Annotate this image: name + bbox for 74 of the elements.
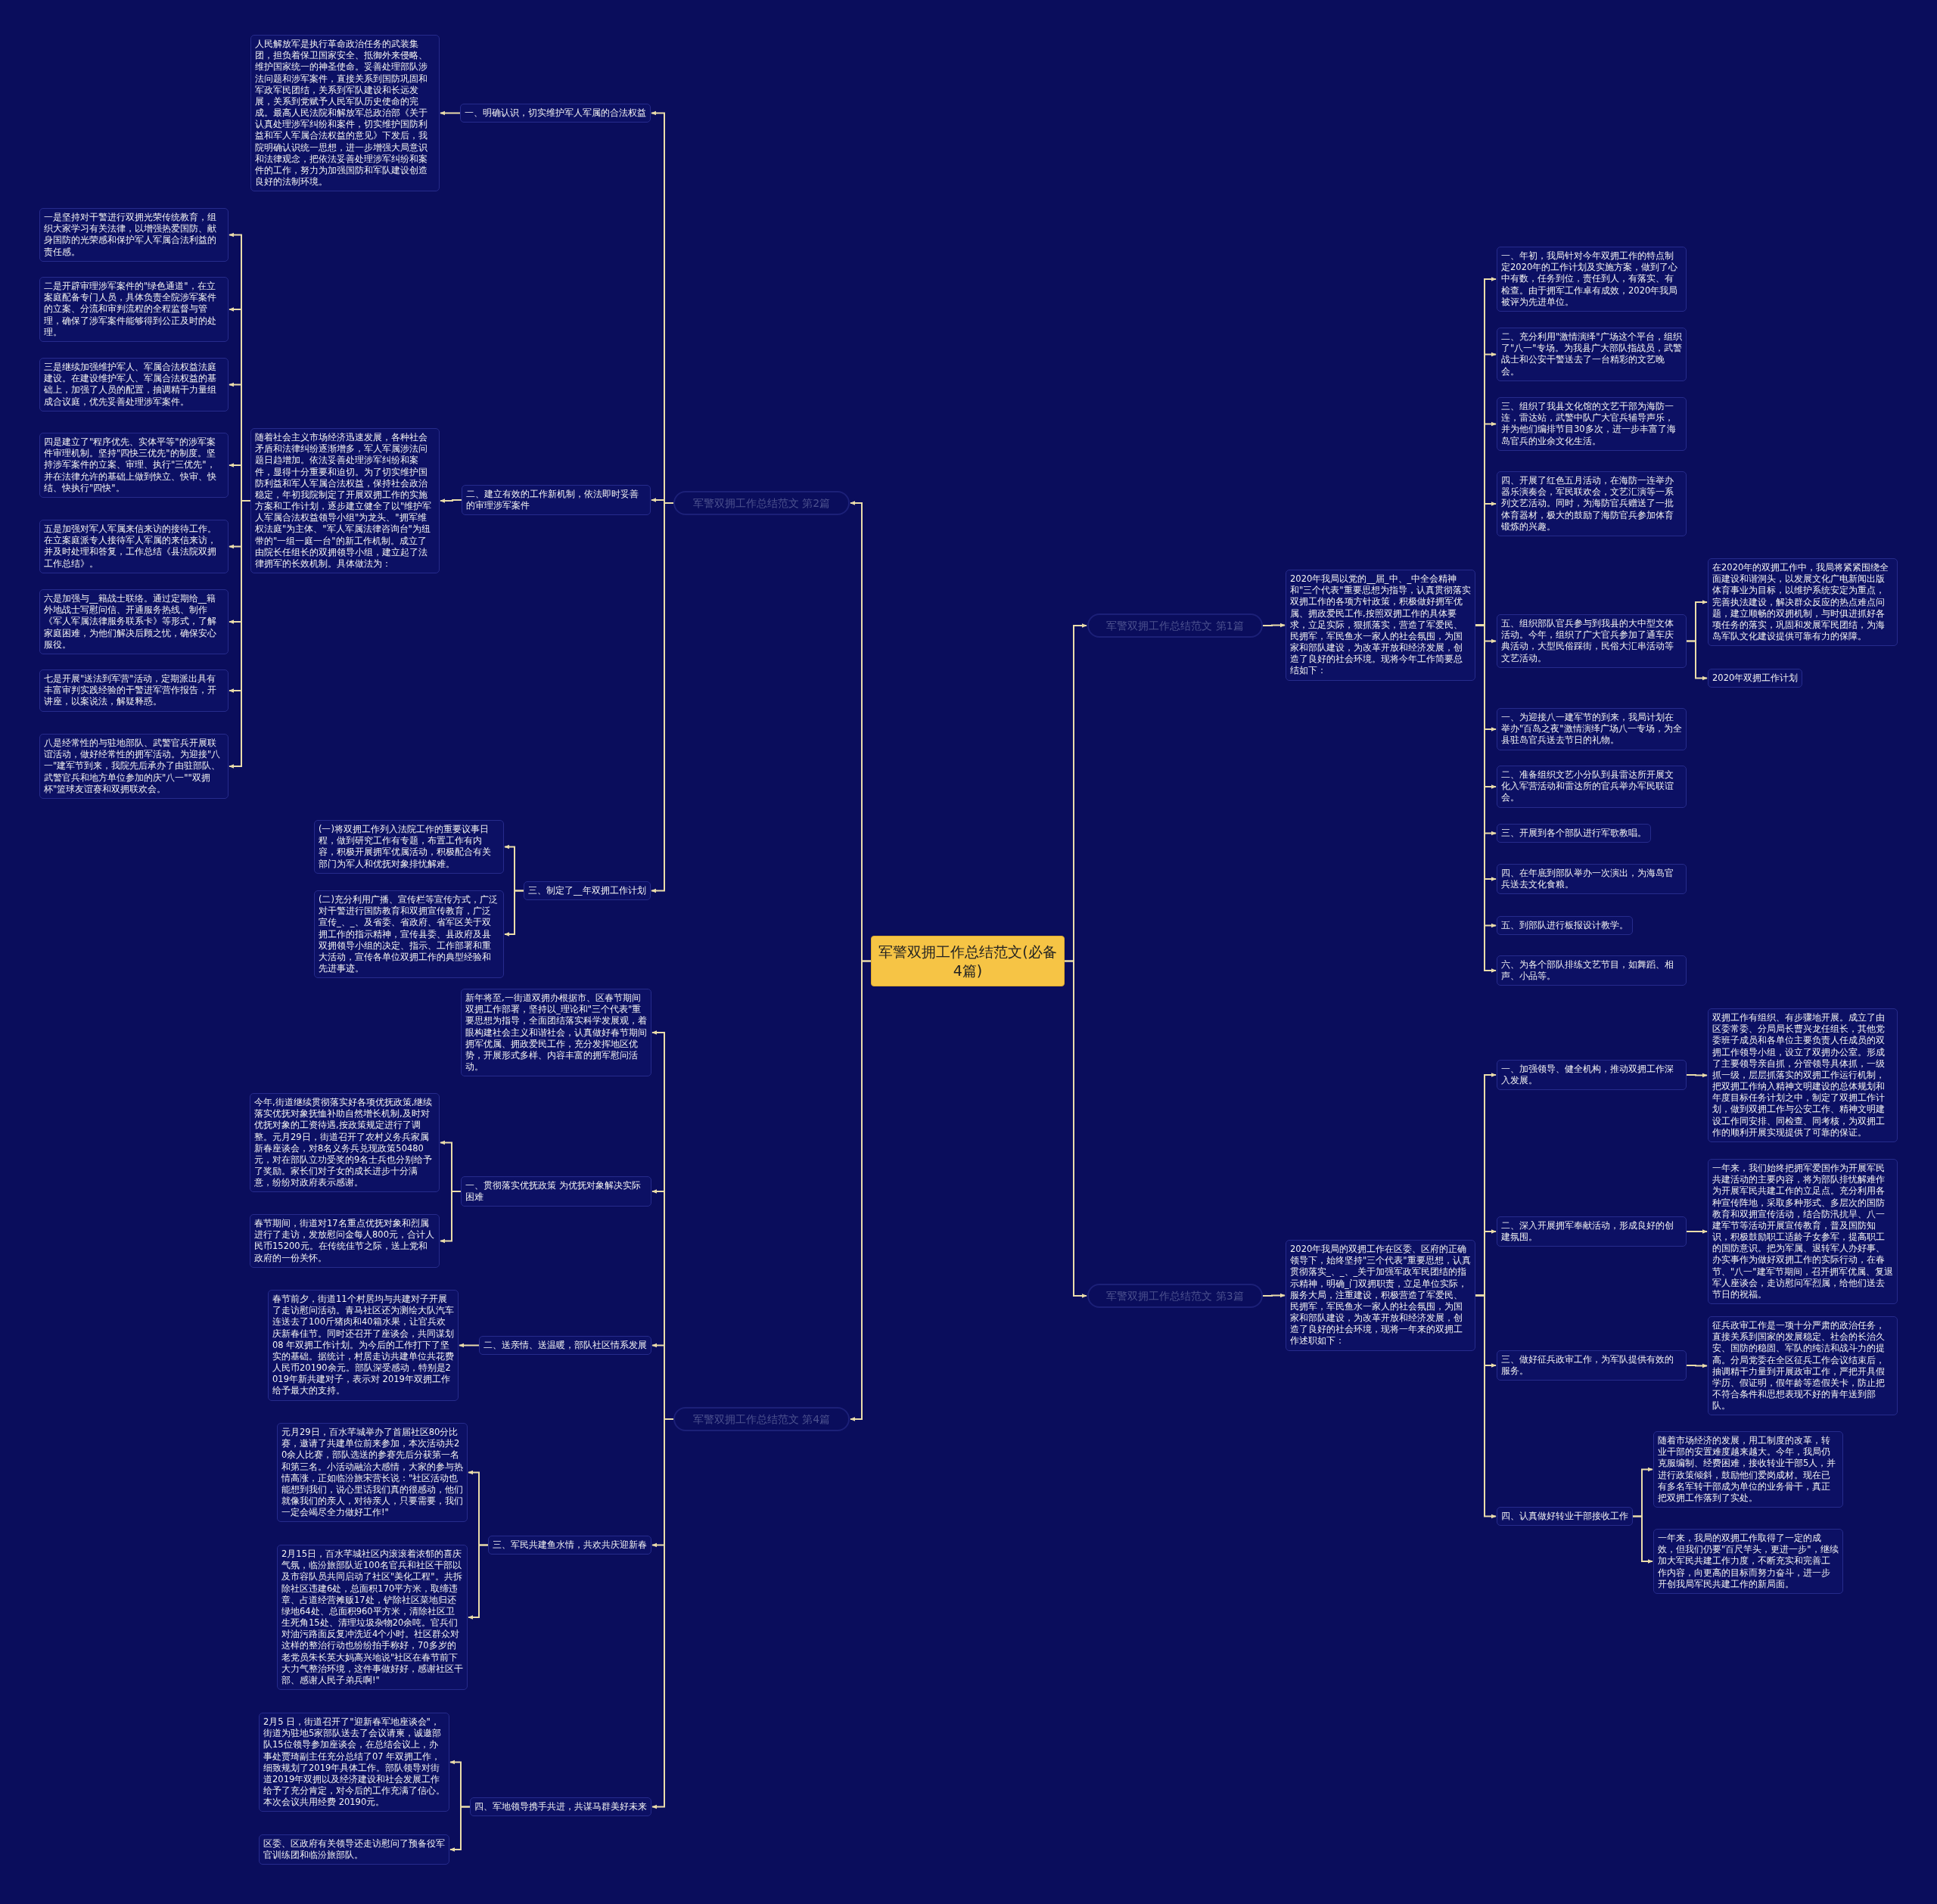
connector-arrow — [1262, 623, 1286, 628]
topic-box: 三、开展到各个部队进行军歌教唱。 — [1497, 824, 1651, 843]
connector-arrow — [468, 1544, 489, 1620]
topic-box: 六、为各个部队排练文艺节目，如舞蹈、相声、小品等。 — [1497, 955, 1687, 986]
topic-box: 一、明确认识，切实维护军人军属的合法权益 — [460, 104, 651, 123]
connector-arrow — [1686, 1363, 1708, 1368]
connector-arrow — [1262, 1293, 1286, 1298]
connector-arrow — [459, 1343, 480, 1348]
topic-box: 五、组织部队官兵参与到我县的大中型文体活动。今年，组织了广大官兵参加了通车庆典活动，大型民俗踩街，民俗大汇串活动等文艺活动。 — [1497, 614, 1687, 668]
topic-box: 2020年我局以党的__届_中、_中全会精神和"三个代表"重要思想为指导，认真贯彻落实双拥工作的各项方针政策，积极做好拥军优属、拥政爱民工作,按照双拥工作的具体要求，立足实际，狠抓落实，营造了军爱民、民拥军，军民鱼水一家人的社会氛围，为国家和部队建设，为改革开放和经济发展，创造了良好的社会环境。现将今年工作简要总结如下： — [1286, 570, 1475, 681]
topic-box: 三是继续加强维护军人、军属合法权益法庭建设。在建设维护军人、军属合法权益的基础上，加强了人员的配置，抽调精干力量组成合议庭，优先妥善处理涉军案件。 — [39, 358, 229, 412]
topic-box: 四是建立了"程序优先、实体平等"的涉军案件审理机制。坚持"四快三优先"的制度。坚持涉军案件的立案、审理、执行"三优先"，并在法律允许的基础上做到快立、快审、快结、快执行"四快"。 — [39, 433, 229, 498]
topic-box: 一年来，我们始终把拥军爱国作为开展军民共建活动的主要内容，将为部队排忧解难作为开展军民共建工作的立足点。充分利用各种宣传阵地，采取多种形式、多层次的国防教育和双拥宣传活动，结合防汛抗旱、八一建军节等活动开展宣传教育，普及国防知识，积极鼓励职工适龄子女参军，提高职工的国防意识。把为军属、退转军人办好事、办实事作为做好双拥工作的实际行动，在春节、"八一"建军节期间，召开拥军优属、复退军人座谈会，走访慰问军烈属，给他们送去节日的祝福。 — [1708, 1159, 1898, 1305]
topic-box: 三、军民共建鱼水情，共欢共庆迎新春 — [488, 1536, 651, 1555]
topic-box: 新年将至,一街道双拥办根据市、区春节期间双拥工作部署，坚持以_理论和"三个代表"重要思想为指导，全面团结落实科学发展观，着眼构建社会主义和谐社会，认真做好春节期间拥军优属、拥政爱民工作，充分发挥地区优势，开展形式多样、内容丰富的拥军慰问活动。 — [461, 989, 651, 1077]
connector-arrow — [440, 110, 461, 116]
topic-box: 双拥工作有组织、有步骤地开展。成立了由区委常委、分局局长曹兴龙任组长，其他党委班子成员和各单位主要负责人任成员的双拥工作领导小组，设立了双拥办公室。形成了主要领导亲自抓，分管领导具体抓，一级抓一级，层层抓落实的双拥工作运行机制，把双拥工作纳入精神文明建设的总体规划和年度目标任务计划之中，制定了双拥工作计划，做到双拥工作与公安工作、精神文明建设工作同安排、同检查、同考核，为双拥工作的顺利开展实现提供了可靠的保证。 — [1708, 1008, 1898, 1142]
topic-box: 二、送亲情、送温暖，部队社区情系发展 — [479, 1336, 651, 1356]
topic-box: 一是坚持对干警进行双拥光荣传统教育，组织大家学习有关法律，以增强热爱国防、献身国防的光荣感和保护军人军属合法利益的责任感。 — [39, 208, 229, 262]
topic-box: 四、在年底到部队举办一次演出，为海岛官兵送去文化食粮。 — [1497, 864, 1687, 895]
topic-box: 二、建立有效的工作新机制，依法即时妥善的审理涉军案件 — [462, 485, 651, 516]
topic-box: 2月5 日，街道召开了"迎新春军地座谈会"，街道为驻地5家部队送去了会议请柬，诚邀部队15位领导参加座谈会，在总结会议上，办事处贾琦副主任充分总结了07 年双拥工作，细致规划了2019年具体工作。部队领导对街道2019年双拥以及经济建设和社会发展工作给予了充分肯定，对今后的工作充满了信心。本次会议共用经费 20190元。 — [259, 1713, 449, 1812]
branch-topic: 军警双拥工作总结范文 第3篇 — [1087, 1284, 1263, 1309]
topic-box: (二)充分利用广播、宣传栏等宣传方式，广泛对干警进行国防教育和双拥宣传教育，广泛宣传_、_、及省委、省政府、省军区关于双拥工作的指示精神，宣传县委、县政府及县双拥领导小组的决定、指示、工作部署和重大活动，宣传各单位双拥工作的典型经验和先进事迹。 — [314, 890, 504, 979]
branch-topic: 军警双拥工作总结范文 第2篇 — [673, 491, 850, 516]
topic-box: 二、准备组织文艺小分队到县雷达所开展文化入军营活动和雷达所的官兵举办军民联谊会。 — [1497, 766, 1687, 808]
topic-box: 三、组织了我县文化馆的文艺干部为海防一连，雷达站，武警中队广大官兵辅导声乐，并为他们编排节目30多次，进一步丰富了海岛官兵的业余文化生活。 — [1497, 397, 1687, 451]
topic-box: 一、贯彻落实优抚政策 为优抚对象解决实际困难 — [461, 1176, 651, 1207]
topic-box: 二、充分利用"激情演绎"广场这个平台，组织了"八一"专场。为我县广大部队指战员，武警战士和公安干警送去了一台精彩的文艺晚会。 — [1497, 328, 1687, 381]
connector-arrow — [229, 500, 251, 769]
branch-topic: 军警双拥工作总结范文 第4篇 — [673, 1407, 850, 1432]
topic-box: 一、年初，我局针对今年双拥工作的特点制定2020年的工作计划及实施方案，做到了心中有数，任务到位，责任到人，有落实、有检查。由于拥军工作卓有成效，2020年我局被评为先进单位。 — [1497, 247, 1687, 312]
topic-box: 春节期间，街道对17名重点优抚对象和烈属进行了走访，发放慰问金每人800元，合计人民币15200元。在传统佳节之际，送上党和政府的一份关怀。 — [250, 1214, 440, 1268]
topic-box: (一)将双拥工作列入法院工作的重要议事日程，做到研究工作有专题，布置工作有内容，积极开展拥军优属活动，积极配合有关部门为军人和优抚对象排忧解难。 — [314, 820, 504, 874]
topic-box: 三、制定了__年双拥工作计划 — [524, 881, 651, 901]
connector-arrow — [440, 499, 462, 503]
connector-arrow — [1686, 1073, 1708, 1078]
topic-box: 2月15日，百水芊城社区内滚滚着浓郁的喜庆气氛，临汾旅部队近100名官兵和社区干部以及市容队员共同启动了社区"美化工程"。共拆除社区违建6处，总面积170平方米，取缔违章、占道经营摊贩17处，铲除社区菜地归还绿地64处、总面积960平方米，清除社区卫生死角15处、清理垃圾杂物20余吨。官兵们对油污路面反复冲洗近4个小时。社区群众对这样的整治行动也纷纷拍手称好，70多岁的老党员朱长英大妈高兴地说"社区在春节前下大力气整治环境，这件事做好好，感谢社区干部、感谢人民子弟兵啊!" — [277, 1545, 468, 1691]
topic-box: 一、为迎接八一建军节的到来，我局计划在举办"百岛之夜"激情演绎广场八一专场，为全县驻岛官兵送去节日的礼物。 — [1497, 708, 1687, 750]
central-topic: 军警双拥工作总结范文(必备4篇) — [871, 936, 1065, 987]
topic-box: 春节前夕，街道11个村居均与共建对子开展了走访慰问活动。青马社区还为测绘大队汽车连送去了100斤猪肉和40箱水果，让官兵欢庆新春佳节。同时还召开了座谈会，共同谋划08 年双拥工作计划。为今后的工作打下了坚实的基础。据统计，村居走访共建单位共花费人民币20190余元。部队深受感动，特别是2019年新共建对子，表示对 2019年双拥工作给予最大的支持。 — [268, 1290, 459, 1401]
topic-box: 在2020年的双拥工作中，我局将紧紧围绕全面建设和谐洞头，以发展文化广电新闻出版体育事业为目标，以维护系统安定为重点，完善执法建设，解决群众反应的热点难点问题，建立顺畅的双拥机制，与时俱进抓好各项任务的落实，巩固和发展军民团结，为海岛军队文化建设提供可靠有力的保障。 — [1708, 558, 1898, 647]
topic-box: 四、认真做好转业干部接收工作 — [1497, 1507, 1633, 1527]
connector-arrow — [440, 1191, 462, 1244]
topic-box: 元月29日，百水芊城举办了首届社区80分比赛，邀请了共建单位前来参加，本次活动共20余人比赛，部队选送的参赛先后分获第一名和第三名。小活动融洽大感情，大家的参与热情高涨，正如临汾旅宋营长说："社区活动也能想到我们，说心里话我们真的很感动，他们就像我们的亲人，对待亲人，只要需要，我们一定会竭尽全力做好工作!" — [277, 1423, 468, 1523]
connector-arrow — [504, 890, 524, 936]
connector-arrow — [1475, 1294, 1497, 1519]
connector-arrow — [449, 1806, 471, 1852]
connector-arrow — [1632, 1515, 1653, 1564]
connector-arrow — [1064, 960, 1087, 1298]
topic-box: 五、到部队进行板报设计教学。 — [1497, 916, 1633, 936]
topic-box: 五是加强对军人军属来信来访的接待工作。在立案庭派专人接待军人军属的来信来访，并及时处理和答复，工作总结《县法院双拥工作总结》。 — [39, 520, 229, 573]
topic-box: 2020年我局的双拥工作在区委、区府的正确领导下，始终坚持"三个代表"重要思想，认真贯彻落实_、_、_关于加强军政军民团结的指示精神，明确_门双拥职责，立足单位实际，服务大局，注重建设，积极营造了军爱民、民拥军，军民鱼水一家人的社会氛围，为国家和部队建设，为改革开放和经济发展，创造了良好的社会环境，现将一年来的双拥工作述职如下： — [1286, 1240, 1475, 1351]
topic-box: 三、做好征兵政审工作，为军队提供有效的服务。 — [1497, 1350, 1687, 1381]
connector-arrow — [850, 960, 872, 1421]
topic-box: 七是开展"送法到军营"活动，定期派出具有丰富审判实践经验的干警进军营作报告，开讲座，以案说法，解疑释惑。 — [39, 669, 229, 712]
topic-box: 2020年双拥工作计划 — [1708, 669, 1803, 688]
connector-arrow — [1686, 1229, 1708, 1234]
topic-box: 区委、区政府有关领导还走访慰问了预备役军官训练团和临汾旅部队。 — [259, 1834, 449, 1865]
topic-box: 一、加强领导、健全机构，推动双拥工作深入发展。 — [1497, 1060, 1687, 1091]
topic-box: 随着社会主义市场经济迅速发展，各种社会矛盾和法律纠纷逐渐增多，军人军属涉法问题日趋增加。依法妥善处理涉军纠纷和案件，显得十分重要和迫切。为了切实维护国防利益和军人军属合法权益，保持社会政治稳定，年初我院制定了开展双拥工作的实施方案和工作计划，逐步建立健全了以"维护军人军属合法权益领导小组"为龙头、"拥军维权法庭"为主体、"军人军属法律咨询台"为纽带的"一组一庭一台"的新工作机制。成立了由院长任组长的双拥领导小组，建立起了法律拥军的长效机制。具体做法为： — [250, 428, 440, 574]
topic-box: 随着市场经济的发展，用工制度的改革，转业干部的安置难度越来越大。今年，我局仍克服编制、经费困难，接收转业干部5人，并进行政策倾斜，鼓励他们爱岗成材。现在已有多名军转干部成为单位的业务骨干，真正把双拥工作落到了实处。 — [1653, 1431, 1843, 1508]
topic-box: 六是加强与__籍战士联络。通过定期给__籍外地战士写慰问信、开通服务热线、制作《军人军属法律服务联系卡》等形式，了解家庭困难，为他们解决后顾之忧，确保安心服役。 — [39, 589, 229, 654]
topic-box: 二、深入开展拥军奉献活动，形成良好的创建氛围。 — [1497, 1216, 1687, 1247]
topic-box: 人民解放军是执行革命政治任务的武装集团，担负着保卫国家安全、抵御外来侵略、维护国家统一的神圣使命。妥善处理部队涉法问题和涉军案件，直接关系到国防巩固和军政军民团结，关系到军队建设和长远发展，关系到党赋予人民军队历史使命的完成。最高人民法院和解放军总政治部《关于认真处理涉军纠纷和案件，切实维护国防利益和军人军属合法权益的意见》下发后，我院明确认识统一思想，进一步增强大局意识和法律观念，把依法妥善处理涉军纠纷和案件的工作，努力为加强国防和军队建设创造良好的法制环境。 — [250, 35, 440, 192]
topic-box: 四、开展了红色五月活动，在海防一连举办器乐演奏会，军民联欢会，文艺汇演等一系列文艺活动。同时，为海防官兵赠送了一批体育器材，极大的鼓励了海防官兵参加体育锻炼的兴趣。 — [1497, 471, 1687, 536]
topic-box: 一年来，我局的双拥工作取得了一定的成效，但我们仍要"百尺竿头，更进一步"，继续加大军民共建工作力度，不断充实和完善工作内容，向更高的目标而努力奋斗，进一步开创我局军民共建工作的新局面。 — [1653, 1529, 1843, 1594]
topic-box: 征兵政审工作是一项十分严肃的政治任务，直接关系到国家的发展稳定、社会的长治久安、国防的稳固、军队的纯洁和战斗力的提高。分局党委在全区征兵工作会议结束后，抽调精干力量到开展政审工作，严把开具假学历、假证明，假年龄等造假关卡，防止把不符合条件和思想表现不好的青年送到部队。 — [1708, 1316, 1898, 1416]
topic-box: 今年,街道继续贯彻落实好各项优抚政策,继续落实优抚对象抚恤补助自然增长机制,及时对优抚对象的工资待遇,按政策规定进行了调整。元月29日，街道召开了农村义务兵家属新春座谈会，对8名义务兵兑现政策50480元，对在部队立功受奖的9名士兵也分别给予了奖励。家长们对子女的成长进步十分满意，纷纷对政府表示感谢。 — [250, 1093, 440, 1193]
branch-topic: 军警双拥工作总结范文 第1篇 — [1087, 613, 1263, 638]
connector-arrow — [1686, 640, 1708, 681]
topic-box: 八是经常性的与驻地部队、武警官兵开展联谊活动，做好经常性的拥军活动。为迎接"八一"建军节到来，我院先后承办了由驻部队、武警官兵和地方单位参加的庆"八一""双拥杯"篮球友谊赛和双拥联欢会。 — [39, 734, 229, 799]
topic-box: 四、军地领导携手共进，共谋马群美好未来 — [470, 1797, 651, 1817]
topic-box: 二是开辟审理涉军案件的"绿色通道"，在立案庭配备专门人员，具体负责全院涉军案件的立案、分流和审判流程的全程监督与管理，确保了涉军案件能够得到公正及时的处理。 — [39, 277, 229, 342]
